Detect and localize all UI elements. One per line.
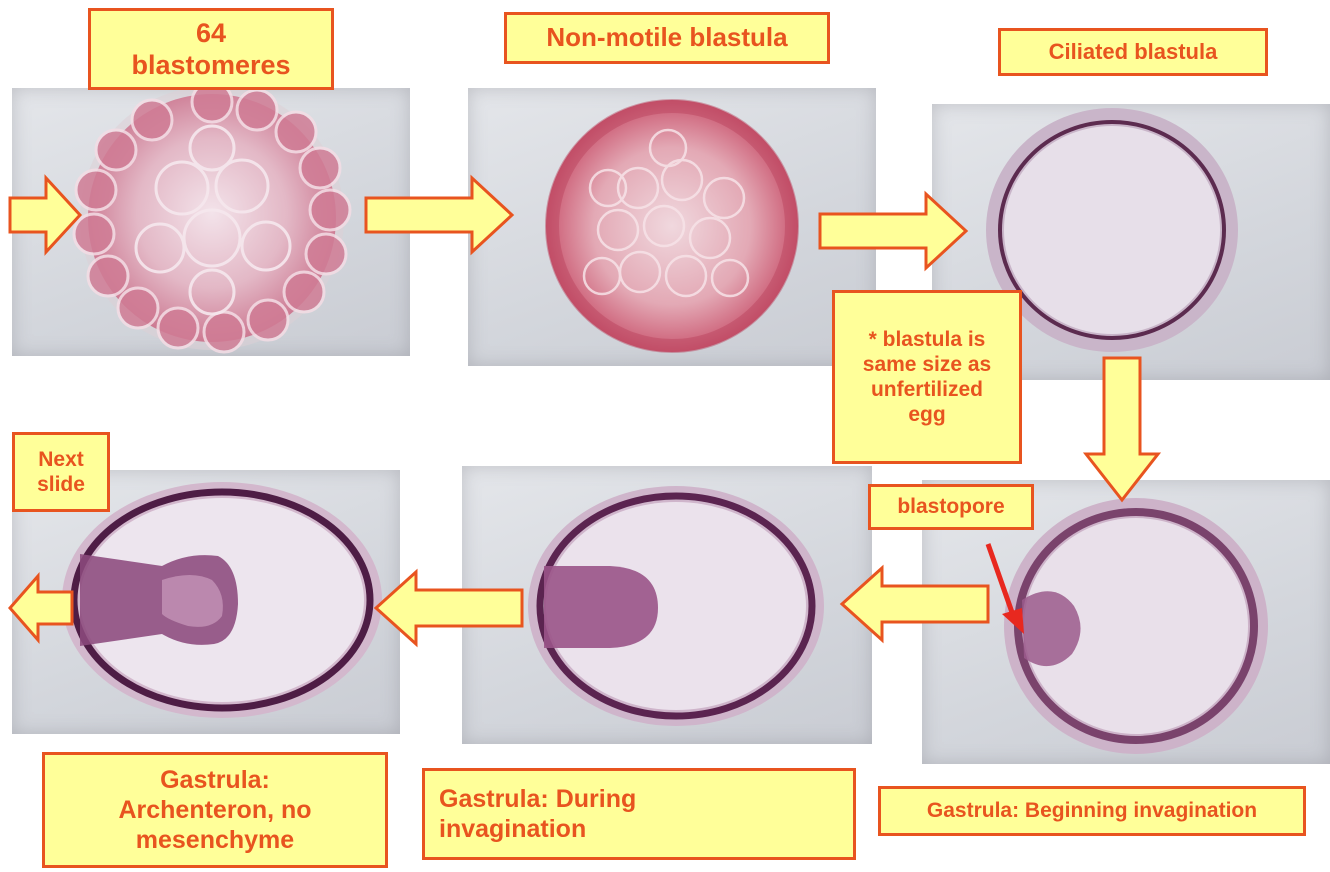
arrow-ciliated-to-beginning [1084,356,1160,504]
label-next-slide-text: Next slide [37,447,85,497]
embryo-non-motile-blastula [468,88,876,366]
label-non-motile-blastula: Non-motile blastula [504,12,830,64]
note-blastula-size: * blastula is same size as unfertilized … [832,290,1022,464]
label-gastrula-archenteron: Gastrula: Archenteron, no mesenchyme [42,752,388,868]
label-64-blastomeres-text: 64 blastomeres [131,17,290,82]
label-ciliated-blastula: Ciliated blastula [998,28,1268,76]
arrow-during-to-archenteron [374,570,524,646]
label-gastrula-during-invagination-text: Gastrula: During invagination [439,784,636,844]
label-next-slide: Next slide [12,432,110,512]
note-blastula-size-text: * blastula is same size as unfertilized … [863,327,991,428]
arrow-to-next-slide [8,574,74,642]
label-gastrula-beginning-invagination: Gastrula: Beginning invagination [878,786,1306,836]
arrow-64-to-non-motile [364,176,516,254]
label-gastrula-beginning-invagination-text: Gastrula: Beginning invagination [927,798,1257,823]
label-non-motile-blastula-text: Non-motile blastula [546,22,787,53]
label-blastopore-text: blastopore [897,494,1004,519]
arrow-into-64-blastomeres [10,176,82,254]
label-blastopore: blastopore [868,484,1034,530]
arrow-beginning-to-during [840,566,990,642]
label-64-blastomeres: 64 blastomeres [88,8,334,90]
arrow-non-motile-to-ciliated [818,192,970,270]
blastopore-pointer-arrow [980,540,1030,640]
label-gastrula-during-invagination: Gastrula: During invagination [422,768,856,860]
label-gastrula-archenteron-text: Gastrula: Archenteron, no mesenchyme [118,765,311,855]
label-ciliated-blastula-text: Ciliated blastula [1049,39,1218,65]
photo-non-motile-blastula [468,88,876,366]
